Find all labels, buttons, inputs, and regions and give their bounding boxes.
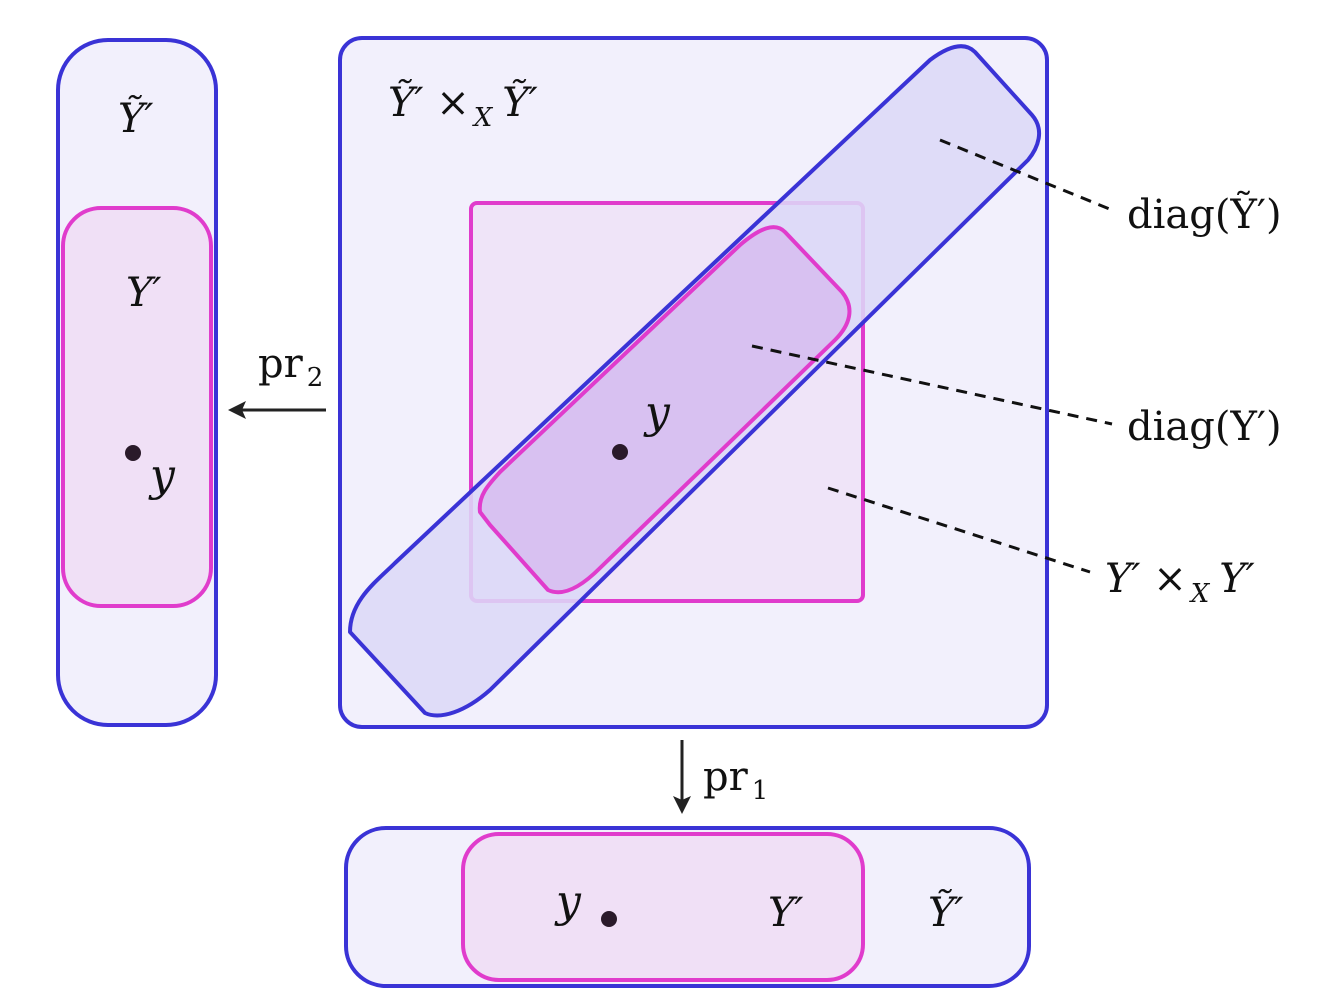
bottom-point-label: y: [554, 876, 582, 927]
main-product-group: y Ỹ′ × X Ỹ′: [338, 36, 1049, 729]
bottom-space-group: y Y′ Ỹ′: [344, 826, 1031, 988]
product-y-label: Y′ × X Y′: [1105, 556, 1255, 609]
bottom-y-label: Y′: [768, 890, 804, 936]
leader-product-y: [827, 486, 1091, 574]
left-y-label: Y′: [126, 270, 162, 316]
pr1-arrow: [673, 740, 691, 814]
left-tilde-y-label: Ỹ′: [118, 95, 154, 142]
leader-diag-tilde: [939, 138, 1113, 212]
diag-y-label: diag(Y′): [1127, 404, 1282, 450]
pr2-arrow: [228, 401, 326, 419]
left-space-group: Ỹ′ Y′ y: [56, 38, 218, 727]
leader-diag-y: [751, 344, 1113, 426]
diag-y-band: [477, 225, 852, 595]
center-point-dot: [612, 444, 628, 460]
bottom-tilde-y-label: Ỹ′: [928, 889, 964, 936]
diag-tilde-label: diag(Ỹ′): [1127, 191, 1282, 238]
pr1-label: pr 1: [703, 754, 768, 806]
bottom-y-region: [461, 832, 865, 982]
main-product-label: Ỹ′ × X Ỹ′: [388, 79, 538, 133]
left-y-region: [61, 206, 213, 608]
left-point-dot: [125, 445, 141, 461]
center-point-label: y: [643, 387, 671, 438]
bottom-point-dot: [601, 911, 617, 927]
pr2-label: pr 2: [258, 341, 323, 393]
left-point-label: y: [148, 450, 176, 501]
